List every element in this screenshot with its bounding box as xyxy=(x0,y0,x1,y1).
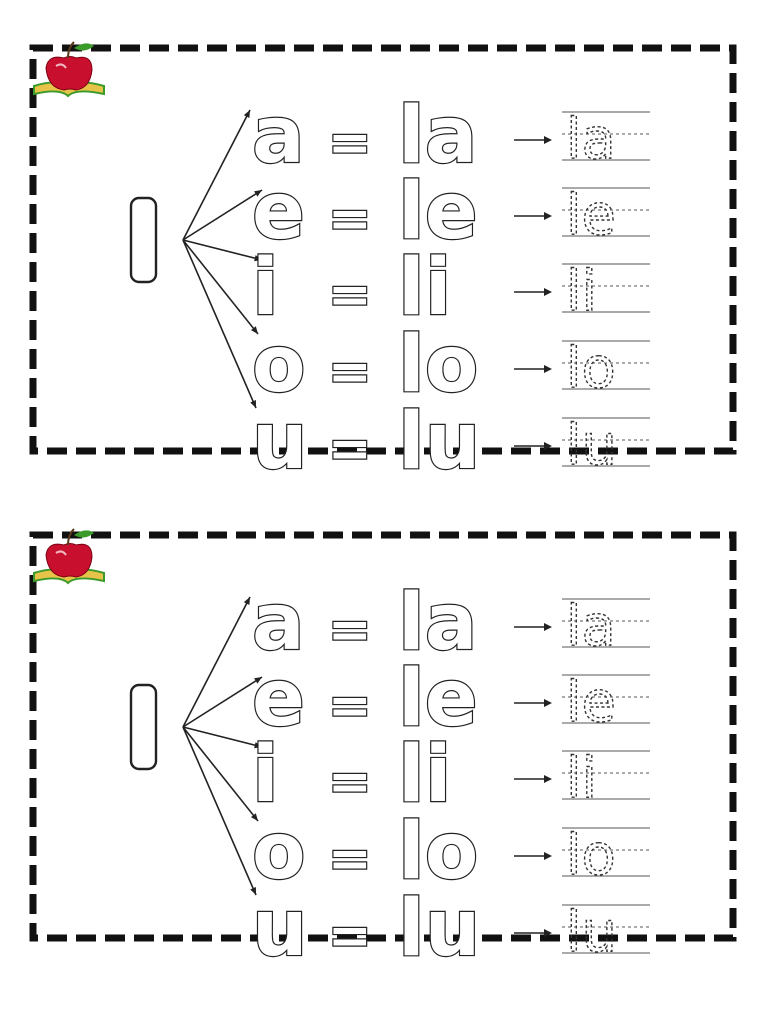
equals-sign: = xyxy=(328,752,372,812)
dashed-border xyxy=(29,531,737,942)
syllable-row-li: i = li li xyxy=(182,726,650,821)
syllable-card-2: a = la la e = le le i = li li o = lo lo u = lu lu xyxy=(0,525,768,965)
equals-sign: = xyxy=(328,189,372,249)
consonant-letter xyxy=(129,196,158,284)
trace-syllable: lu xyxy=(566,413,617,478)
arrow-icon xyxy=(544,699,552,707)
syllable-word: li xyxy=(398,730,451,820)
arrow-icon xyxy=(250,813,258,821)
syllable-word: lu xyxy=(398,884,480,965)
equals-sign: = xyxy=(328,342,372,402)
vowel-letter: e xyxy=(252,167,305,257)
syllable-row-le: e = le le xyxy=(182,653,650,745)
syllable-row-le: e = le le xyxy=(182,166,650,258)
syllable-word: le xyxy=(398,654,478,744)
vowel-letter: i xyxy=(252,243,279,333)
vowel-letter: a xyxy=(252,91,305,181)
syllable-card-1: a = la la e = le le i = li li o = lo lo u = lu lu xyxy=(0,38,768,478)
card-drawing: a = la la e = le le i = li li o = lo lo u = lu lu xyxy=(29,528,737,965)
arrow-icon xyxy=(254,677,262,684)
syllable-word: lo xyxy=(398,320,478,410)
arrow-icon xyxy=(544,288,552,296)
syllable-word: li xyxy=(398,243,451,333)
apple-book-logo-icon xyxy=(33,528,105,585)
arrow-icon xyxy=(243,597,250,605)
arrow-icon xyxy=(243,110,250,118)
arrow-icon xyxy=(544,442,552,450)
arrow-icon xyxy=(544,929,552,937)
syllable-word: la xyxy=(398,578,477,668)
syllable-word: lu xyxy=(398,397,480,478)
vowel-letter: u xyxy=(252,884,308,965)
equals-sign: = xyxy=(328,265,372,325)
vowel-letter: o xyxy=(252,320,306,410)
arrow-icon xyxy=(250,887,256,895)
syllable-row-li: i = li li xyxy=(182,239,650,334)
trace-syllable: lo xyxy=(566,336,616,401)
trace-syllable: la xyxy=(566,107,616,172)
arrow-icon xyxy=(250,326,258,334)
equals-sign: = xyxy=(328,113,372,173)
trace-syllable: lu xyxy=(566,900,617,965)
syllable-row-lu: u = lu lu xyxy=(182,239,650,478)
syllable-word: la xyxy=(398,91,477,181)
vowel-letter: o xyxy=(252,807,306,897)
syllable-row-la: a = la la xyxy=(182,90,650,241)
syllable-word: le xyxy=(398,167,478,257)
trace-syllable: lo xyxy=(566,823,616,888)
equals-sign: = xyxy=(328,906,372,965)
syllable-row-lu: u = lu lu xyxy=(182,726,650,965)
syllable-word: lo xyxy=(398,807,478,897)
trace-syllable: le xyxy=(566,183,616,248)
arrow-icon xyxy=(254,742,262,749)
equals-sign: = xyxy=(328,419,372,478)
vowel-letter: a xyxy=(252,578,305,668)
consonant-letter xyxy=(129,683,158,771)
card-drawing: a = la la e = le le i = li li o = lo lo u = lu lu xyxy=(29,41,737,478)
syllable-row-la: a = la la xyxy=(182,577,650,728)
arrow-icon xyxy=(544,623,552,631)
arrow-icon xyxy=(254,255,262,262)
vowel-letter: e xyxy=(252,654,305,744)
arrow-icon xyxy=(544,852,552,860)
trace-syllable: la xyxy=(566,594,616,659)
equals-sign: = xyxy=(328,829,372,889)
arrow-icon xyxy=(544,775,552,783)
trace-syllable: li xyxy=(566,259,597,324)
equals-sign: = xyxy=(328,676,372,736)
syllable-row-lo: o = lo lo xyxy=(182,726,650,898)
vowel-letter: i xyxy=(252,730,279,820)
dashed-border xyxy=(29,44,737,455)
arrow-icon xyxy=(544,212,552,220)
trace-syllable: le xyxy=(566,670,616,735)
arrow-icon xyxy=(544,136,552,144)
equals-sign: = xyxy=(328,600,372,660)
trace-syllable: li xyxy=(566,746,597,811)
arrow-icon xyxy=(250,400,256,408)
arrow-icon xyxy=(544,365,552,373)
syllable-row-lo: o = lo lo xyxy=(182,239,650,411)
arrow-icon xyxy=(254,190,262,197)
vowel-letter: u xyxy=(252,397,308,478)
apple-book-logo-icon xyxy=(33,41,105,98)
